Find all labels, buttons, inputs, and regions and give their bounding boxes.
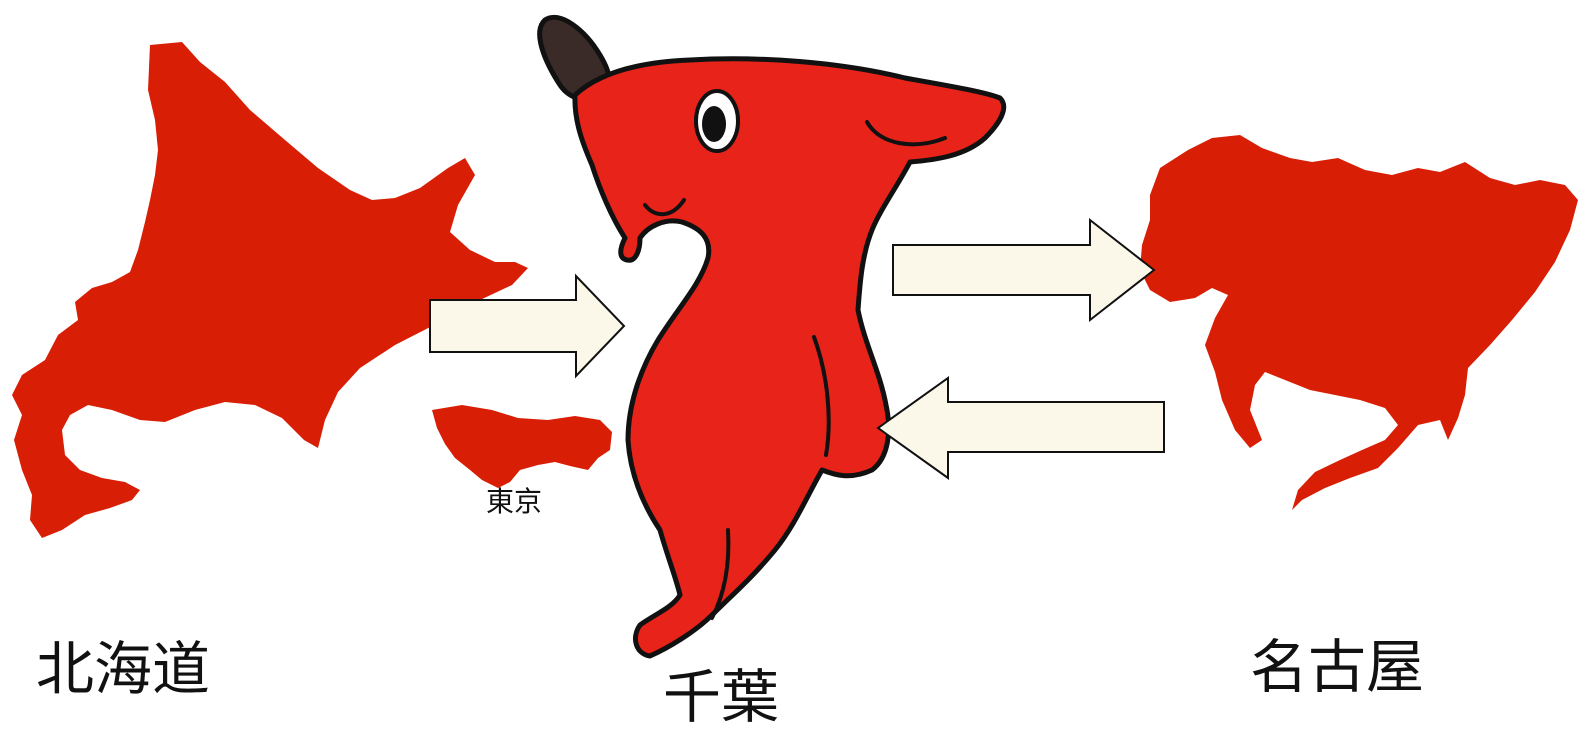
arrow-hokkaido-to-chiba xyxy=(429,273,626,379)
tokyo-map xyxy=(432,405,612,488)
mascot-eye-pupil xyxy=(702,106,726,142)
nagoya-map xyxy=(1140,135,1578,510)
label-nagoya: 名古屋 xyxy=(1250,633,1425,701)
mascot-leg-line xyxy=(710,528,731,620)
mascot-ear-crease xyxy=(865,120,947,147)
label-hokkaido: 北海道 xyxy=(36,635,211,703)
mascot-smile xyxy=(643,198,686,217)
label-tokyo: 東京 xyxy=(486,485,543,518)
mascot-body xyxy=(572,56,1007,659)
arrow-chiba-to-nagoya xyxy=(892,217,1156,323)
label-chiba: 千葉 xyxy=(663,663,780,731)
mascot-arm-line xyxy=(812,335,831,457)
arrow-nagoya-to-chiba xyxy=(876,376,1165,480)
hokkaido-map xyxy=(12,42,528,538)
chiba-kun-mascot xyxy=(537,15,1007,659)
